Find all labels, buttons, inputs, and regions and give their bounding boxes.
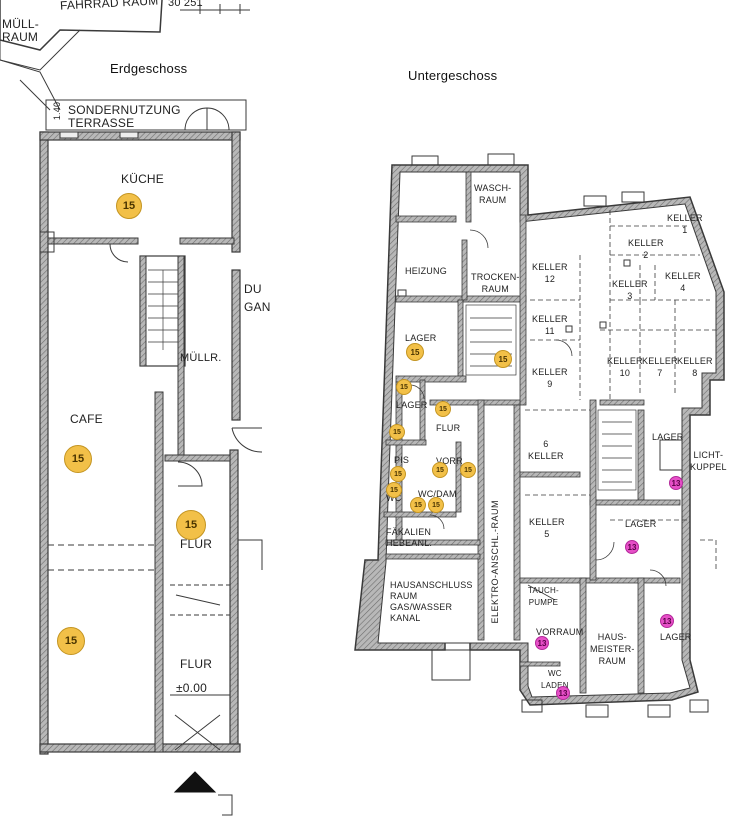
room-badge: 13	[556, 686, 570, 700]
room-badge: 15	[435, 401, 451, 417]
label-lager-small: LAGER	[396, 400, 428, 410]
label-trockenraum: TROCKEN- RAUM	[471, 272, 520, 294]
label-faekalien: FÄKALIEN HEBEANL.	[386, 527, 433, 548]
room-badge: 15	[116, 193, 142, 219]
room-badge: 13	[660, 614, 674, 628]
room-badge: 15	[460, 462, 476, 478]
heading-erdgeschoss: Erdgeschoss	[110, 61, 188, 76]
room-badge: 13	[669, 476, 683, 490]
label-heizung: HEIZUNG	[405, 266, 447, 276]
label-wc: WC	[386, 493, 402, 503]
room-badge: 15	[389, 424, 405, 440]
label-lichtkuppel: LICHT- KUPPEL	[690, 450, 727, 472]
label-keller-3: KELLER 3	[612, 279, 648, 301]
label-flur-level: ±0.00	[176, 681, 207, 695]
label-elektro: ELEKTRO-ANSCHL.-RAUM	[490, 500, 500, 624]
room-badge: 15	[406, 343, 424, 361]
label-muell-raum: MÜLL- RAUM	[2, 17, 40, 44]
label-flur-low: FLUR	[180, 657, 213, 671]
label-hausanschluss: HAUSANSCHLUSS RAUM GAS/WASSER KANAL	[390, 580, 473, 623]
label-keller-5: KELLER 5	[529, 517, 565, 539]
label-cafe: CAFE	[70, 412, 103, 426]
label-keller-4: KELLER 4	[665, 271, 701, 293]
label-vorraum: VORRAUM	[536, 627, 584, 637]
label-kueche: KÜCHE	[121, 172, 165, 186]
label-wc-dam: WC/DAM	[418, 489, 457, 499]
room-badge: 13	[535, 636, 549, 650]
label-dimension: 1.40	[52, 101, 63, 121]
label-flur-mid: FLUR	[180, 537, 213, 551]
room-badge: 15	[176, 510, 206, 540]
label-lager-licht: LAGER	[652, 432, 684, 442]
room-badge: 15	[396, 379, 412, 395]
label-keller-7: KELLER 7	[642, 356, 678, 378]
label-lager-right: LAGER	[660, 632, 692, 642]
room-badge: 15	[390, 466, 406, 482]
label-terrasse: SONDERNUTZUNG TERRASSE	[68, 103, 181, 130]
label-keller-12: KELLER 12	[532, 262, 568, 284]
label-flur: FLUR	[436, 423, 461, 433]
label-vorr: VORR	[436, 456, 463, 466]
label-muellr: MÜLLR.	[180, 352, 222, 364]
label-du-gan: DU GAN	[244, 282, 271, 314]
label-keller-11: KELLER 11	[532, 314, 568, 336]
label-hausmeister: HAUS- MEISTER- RAUM	[590, 632, 635, 666]
label-keller-6: 6 KELLER	[528, 439, 564, 461]
label-waschraum: WASCH- RAUM	[474, 183, 512, 205]
heading-untergeschoss: Untergeschoss	[408, 68, 498, 83]
room-badge: 15	[57, 627, 85, 655]
basement-plan	[354, 153, 725, 718]
label-lager-mid: LAGER	[625, 519, 657, 529]
label-tauchpumpe: TAUCH- PUMPE	[528, 586, 559, 607]
label-keller-8: KELLER 8	[677, 356, 713, 378]
label-keller-10: KELLER 10	[607, 356, 643, 378]
room-badge: 15	[428, 497, 444, 513]
room-badge: 15	[494, 350, 512, 368]
label-number: 30 251	[168, 0, 203, 9]
room-badge: 15	[432, 462, 448, 478]
label-keller-9: KELLER 9	[532, 367, 568, 389]
label-keller-2: KELLER 2	[628, 238, 664, 260]
label-keller-1: KELLER 1	[667, 213, 703, 235]
ground-floor-plan	[0, 0, 263, 816]
room-badge: 15	[410, 497, 426, 513]
room-badge: 15	[64, 445, 92, 473]
room-badge: 13	[625, 540, 639, 554]
label-wc-laden: WC LADEN	[541, 669, 569, 690]
label-lager-top: LAGER	[405, 333, 437, 343]
room-badge: 15	[386, 482, 402, 498]
label-pis: PIS	[394, 455, 410, 465]
